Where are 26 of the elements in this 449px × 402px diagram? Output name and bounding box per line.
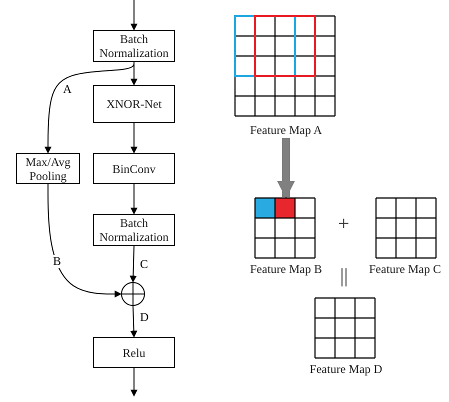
arrow (130, 122, 138, 154)
map-caption: Feature Map B (250, 262, 322, 277)
arrow (130, 184, 138, 215)
map-caption: Feature Map D (310, 362, 382, 377)
process-box: Batch Normalization (93, 30, 175, 62)
arrow (130, 246, 137, 283)
edge-label: D (139, 311, 150, 324)
equals-sign: || (340, 266, 348, 286)
arrow (44, 62, 134, 154)
process-box: Max/Avg Pooling (16, 153, 80, 184)
process-box: Batch Normalization (93, 214, 175, 246)
arrow (130, 0, 138, 31)
process-box: BinConv (93, 153, 175, 184)
edge-label: A (62, 83, 73, 96)
plus-sign: + (338, 214, 350, 234)
arrow (130, 306, 138, 338)
process-box: XNOR-Net (93, 85, 175, 123)
arrow (48, 184, 122, 298)
thick-arrow (277, 138, 295, 199)
process-box: Relu (93, 337, 175, 368)
sum-circle (121, 282, 145, 306)
map-caption: Feature Map A (250, 123, 322, 138)
edge-label: C (139, 258, 150, 271)
arrow (130, 368, 138, 397)
map-caption: Feature Map C (369, 262, 441, 277)
edge-label: B (52, 255, 62, 268)
